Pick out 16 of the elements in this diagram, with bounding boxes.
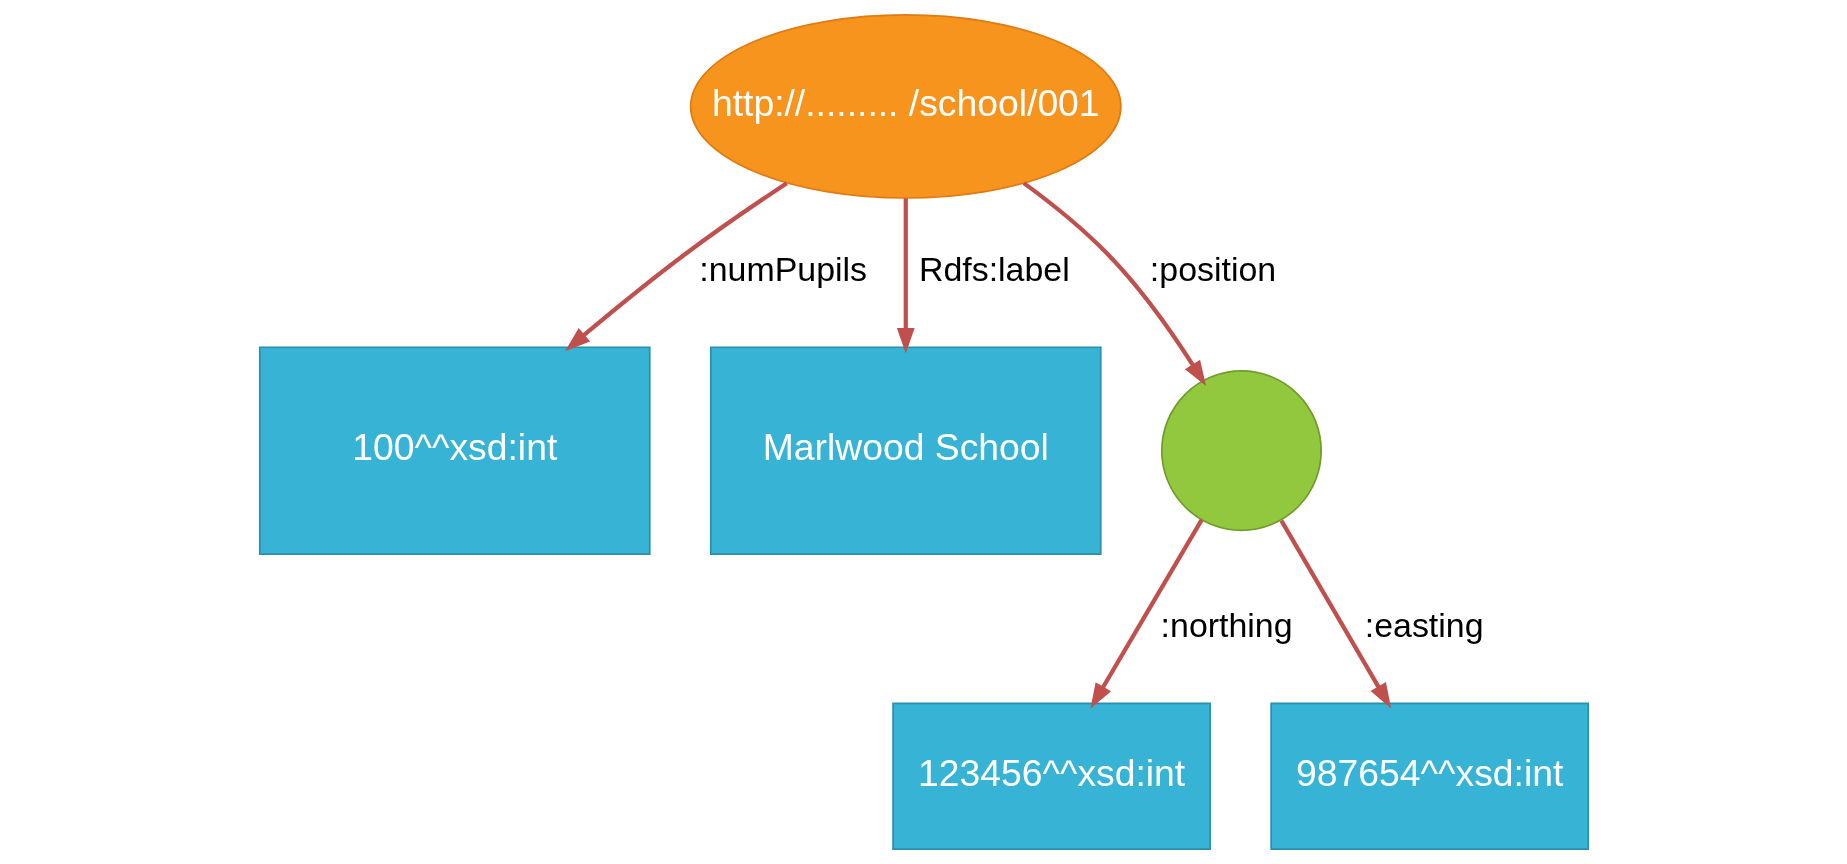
node-box: Marlwood School	[709, 346, 1102, 555]
edge-label: :northing	[1160, 606, 1293, 645]
arrow	[1089, 518, 1203, 709]
arrow	[1022, 181, 1206, 387]
node-box: 987654^^xsd:int	[1269, 702, 1589, 850]
node-ellipse: http://......... /school/001	[689, 14, 1122, 199]
node-box: 100^^xsd:int	[258, 346, 651, 555]
edge-label: :easting	[1364, 606, 1484, 645]
arrow	[1279, 519, 1391, 709]
edge-label: Rdfs:label	[918, 250, 1070, 289]
edge-label: :position	[1149, 250, 1276, 289]
edge-label: :numPupils	[698, 250, 867, 289]
node-box: 123456^^xsd:int	[891, 702, 1211, 850]
arrow	[896, 198, 915, 354]
node-circle	[1160, 370, 1322, 532]
arrow	[564, 181, 788, 352]
